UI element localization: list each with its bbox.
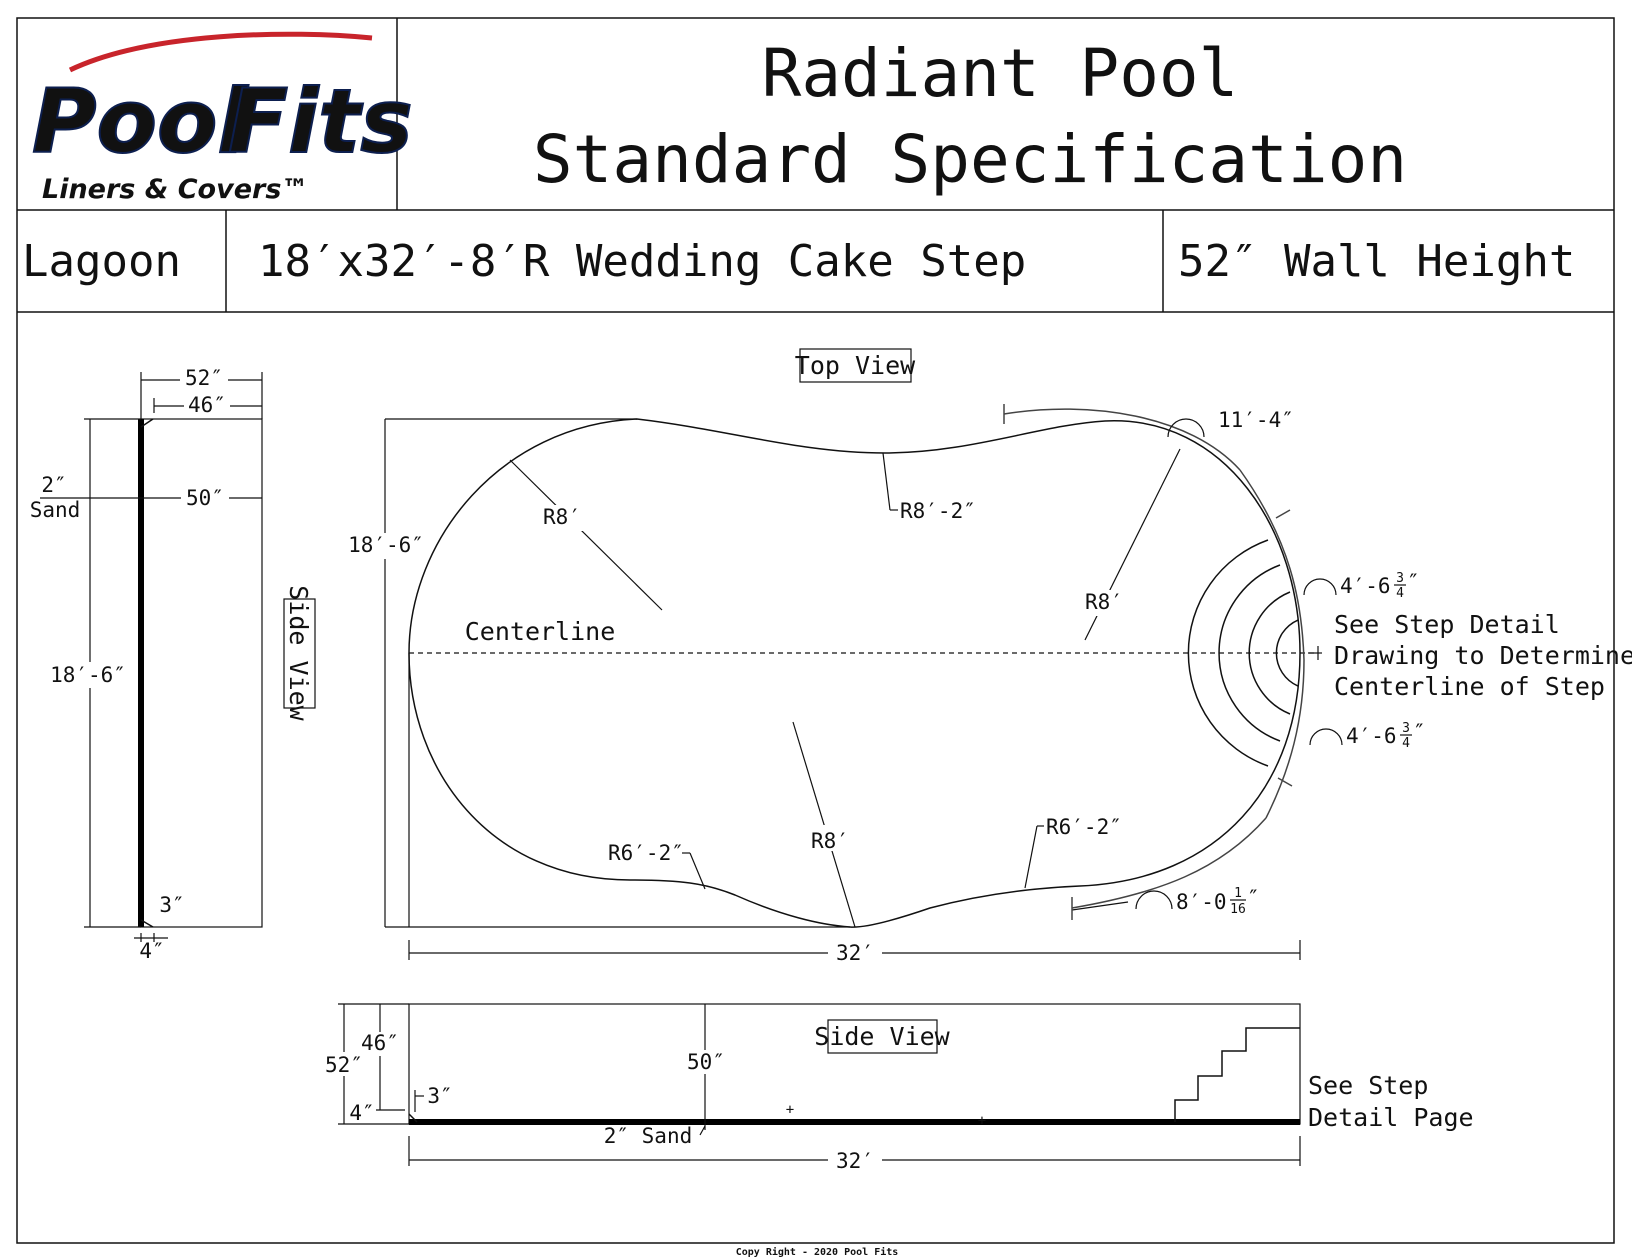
arc-symbol-step-top xyxy=(1303,578,1337,596)
dim-side-bottom-cove-step: 3″ xyxy=(427,1084,452,1108)
dim-side-left-length: 18′-6″ xyxy=(50,663,126,687)
spec-model: Lagoon xyxy=(22,236,181,287)
pool-fits-logo: Pool Fits Liners & Covers™ xyxy=(31,31,414,205)
arc-dim-top xyxy=(1003,408,1241,471)
logo-tagline: Liners & Covers™ xyxy=(42,174,308,205)
marker-plus-b: + xyxy=(978,1113,986,1129)
arc-dim-step xyxy=(1239,469,1305,819)
arc-dim-step-tick-top xyxy=(1275,509,1291,519)
sand-label: Sand xyxy=(30,498,81,522)
arc-dim-bottom-num: 1 xyxy=(1234,886,1242,901)
title-line-1: Radiant Pool xyxy=(762,35,1239,112)
dim-side-bottom-inner: 46″ xyxy=(361,1031,399,1055)
logo-word-fits: Fits xyxy=(228,70,413,173)
leader-r82-top xyxy=(882,452,891,511)
pool-outline xyxy=(408,418,1301,928)
sand-leader xyxy=(699,1125,706,1136)
title-line-2: Standard Specification xyxy=(533,121,1407,198)
leader-r8-left xyxy=(509,459,663,611)
arc-symbol-bottom xyxy=(1135,890,1173,910)
dim-top-view-length: 32′ xyxy=(836,941,874,965)
arc-dim-step-top-den: 4 xyxy=(1396,586,1404,601)
bottom-side-view-label-box xyxy=(827,1019,938,1054)
bottom-side-view-label: Side View xyxy=(814,1022,950,1051)
top-view-label-box xyxy=(799,348,912,383)
centerline-label: Centerline xyxy=(465,617,616,646)
step-arc-4 xyxy=(1275,619,1299,687)
bottom-cove xyxy=(408,1113,418,1123)
leader-r8-bottom xyxy=(792,721,856,928)
dim-side-left-overall: 52″ xyxy=(185,366,223,390)
left-side-view: 52″ 46″ 50″ 2″ Sand 18′-6″ 3″ 4″ Side Vi… xyxy=(30,366,316,963)
leader-r62-left xyxy=(689,852,706,890)
arc-dim-bottom-label: 8′-0 xyxy=(1176,890,1227,914)
step-arc-3 xyxy=(1248,591,1291,715)
left-cove-top xyxy=(140,418,154,428)
arc-dim-bottom-den: 16 xyxy=(1230,902,1246,917)
step-note-line-1: See Step Detail xyxy=(1334,610,1560,639)
logo-word-pool: Pool xyxy=(32,70,249,173)
step-arc-1 xyxy=(1187,539,1269,767)
marker-plus-a: + xyxy=(786,1102,794,1118)
arc-dim-step-bottom: 4′-6 xyxy=(1346,724,1397,748)
arc-dim-step-bottom-unit: ″ xyxy=(1413,720,1426,744)
bottom-step-note-line-1: See Step xyxy=(1308,1071,1428,1100)
radius-right-end: R8′ xyxy=(1085,590,1123,614)
step-arc-2 xyxy=(1218,564,1281,742)
spec-size: 18′x32′-8′R Wedding Cake Step xyxy=(258,236,1026,287)
dim-side-bottom-length: 32′ xyxy=(836,1149,874,1173)
dim-side-bottom-wall: 50″ xyxy=(687,1050,725,1074)
dim-side-bottom-sand: 2″ Sand xyxy=(604,1124,693,1148)
dim-cove-bottom: 4″ xyxy=(139,939,164,963)
arc-dim-step-top-unit: ″ xyxy=(1407,570,1420,594)
dim-side-left-inner: 46″ xyxy=(188,393,226,417)
radius-bottom-right: R6′-2″ xyxy=(1046,815,1122,839)
left-cove-bottom xyxy=(140,919,154,928)
arc-symbol-step-bottom xyxy=(1309,728,1343,746)
bottom-side-view: Side View 52″ 46″ 50″ 4″ 3″ 2″ Sand + + … xyxy=(322,1003,1474,1173)
radius-bottom-mid: R8′ xyxy=(811,829,849,853)
arc-dim-step-top-num: 3 xyxy=(1396,571,1404,586)
leader-r62-right xyxy=(1024,825,1038,889)
sand-amount: 2″ xyxy=(41,473,66,497)
sheet-border xyxy=(16,17,1615,1244)
arc-dim-top-label: 11′-4″ xyxy=(1218,408,1294,432)
left-side-view-label-box xyxy=(283,598,316,709)
left-side-view-label: Side View xyxy=(284,585,313,721)
arc-dim-step-top: 4′-6 xyxy=(1340,574,1391,598)
step-note-line-2: Drawing to Determine xyxy=(1334,641,1632,670)
step-profile xyxy=(1174,1027,1300,1122)
radius-bottom-left: R6′-2″ xyxy=(608,841,684,865)
step-note-line-3: Centerline of Step xyxy=(1334,672,1605,701)
dim-side-left-wall: 50″ xyxy=(186,486,224,510)
arc-dim-bottom-leader xyxy=(1071,901,1129,911)
copyright-footer: Copy Right - 2020 Pool Fits xyxy=(736,1246,899,1258)
dim-top-view-width: 18′-6″ xyxy=(348,533,424,557)
dim-side-bottom-cove: 4″ xyxy=(349,1101,374,1125)
title-block xyxy=(16,17,1615,1244)
top-view-label: Top View xyxy=(795,351,916,380)
bottom-step-note-line-2: Detail Page xyxy=(1308,1103,1474,1132)
dim-cove-top: 3″ xyxy=(159,893,184,917)
spec-wall-height: 52″ Wall Height xyxy=(1178,236,1575,287)
arc-dim-bottom-unit: ″ xyxy=(1247,886,1260,910)
radius-top-mid: R8′-2″ xyxy=(900,499,976,523)
logo-swoosh xyxy=(68,31,373,73)
dim-side-bottom-overall: 52″ xyxy=(325,1053,363,1077)
arc-dim-step-bottom-num: 3 xyxy=(1402,721,1410,736)
radius-left-end: R8′ xyxy=(543,505,581,529)
top-view: Top View Centerline R8′ R8′-2″ R8′ R8′ xyxy=(348,348,1632,966)
arc-dim-bottom xyxy=(1071,817,1267,909)
arc-dim-step-bottom-den: 4 xyxy=(1402,736,1410,751)
arc-dim-step-tick-bot xyxy=(1277,777,1293,787)
arc-symbol-top xyxy=(1167,418,1205,438)
